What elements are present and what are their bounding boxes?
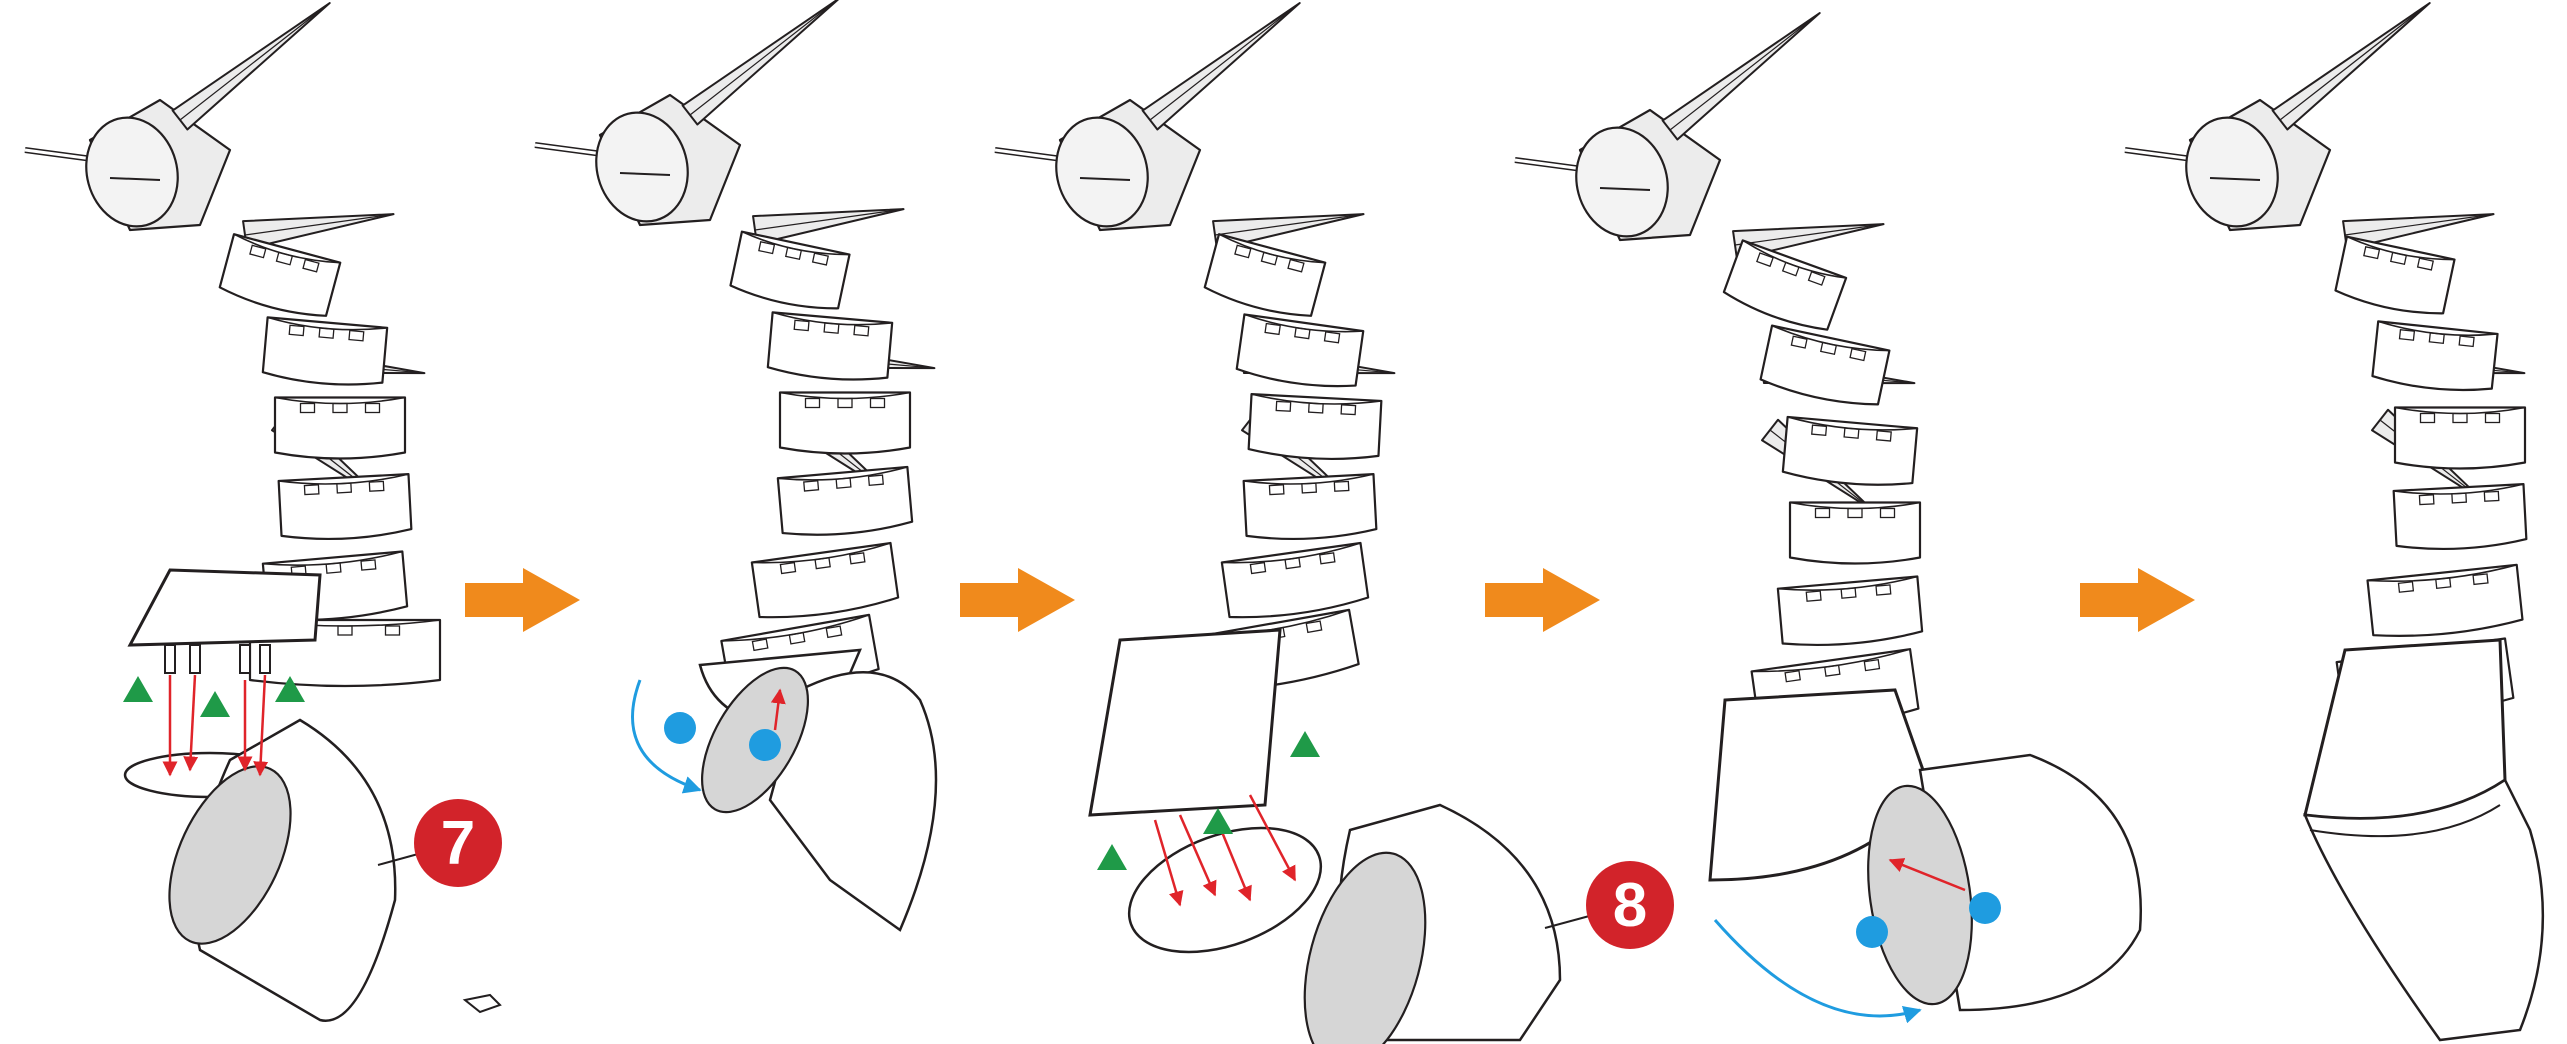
- lower-cap: [1090, 630, 1280, 815]
- tail-segment: [1203, 234, 1325, 321]
- tail-segment: [2372, 321, 2498, 394]
- green-triangle-icon: [1097, 844, 1127, 870]
- tail-segment: [752, 543, 899, 623]
- peg: [190, 645, 200, 673]
- tail-segment: [262, 317, 387, 388]
- peg: [240, 645, 250, 673]
- segment-body: [2334, 237, 2454, 320]
- orange-arrow-icon: [960, 568, 1075, 632]
- tail-segment: [1248, 394, 1381, 462]
- tail-segment: [780, 393, 910, 454]
- tail-segment: [2368, 565, 2524, 641]
- tail-segment: [2334, 237, 2454, 320]
- lower-cap: [2305, 640, 2505, 818]
- segment-body: [2395, 408, 2525, 469]
- panel-4: [1515, 13, 2141, 1016]
- blue-dot-icon: [749, 729, 781, 761]
- tail-segment: [1244, 474, 1377, 542]
- segment-body: [2372, 321, 2498, 394]
- green-triangle-icon: [200, 691, 230, 717]
- segment-body: [275, 398, 405, 459]
- segment-body: [2394, 484, 2527, 552]
- segment-body: [2368, 565, 2524, 641]
- nose-cone: [2305, 780, 2543, 1040]
- tail-segment: [279, 474, 412, 542]
- segment-body: [218, 234, 340, 321]
- spike: [683, 0, 840, 124]
- segment-body: [1778, 577, 1923, 650]
- tail-segment: [275, 398, 405, 459]
- segment-body: [1236, 314, 1363, 391]
- tail-segment: [2394, 484, 2527, 552]
- step-callout-7: 7: [378, 799, 502, 887]
- spike-ridge: [1670, 13, 1820, 130]
- panel-2: [535, 0, 936, 930]
- blue-dot-icon: [664, 712, 696, 744]
- tail-segment: [1722, 240, 1846, 335]
- blue-dot-icon: [1969, 892, 2001, 924]
- green-triangle-icon: [1290, 731, 1320, 757]
- spike-ridge: [1150, 3, 1300, 120]
- tail-assembly: [1515, 13, 1923, 737]
- segment-body: [279, 474, 412, 542]
- orange-arrow-icon: [1485, 568, 1600, 632]
- step-number: 8: [1613, 871, 1647, 940]
- panel-3: [995, 3, 1560, 1044]
- step-number: 7: [441, 809, 475, 878]
- segment-body: [780, 393, 910, 454]
- segment-body: [1722, 240, 1846, 335]
- segment-body: [1244, 474, 1377, 542]
- tail-segment: [1782, 417, 1917, 489]
- peg: [165, 645, 175, 673]
- panel-5: [2125, 3, 2543, 1040]
- small-part: [465, 995, 500, 1012]
- segment-body: [1790, 503, 1920, 564]
- tail-segment: [218, 234, 340, 321]
- tail-assembly: [2125, 3, 2527, 727]
- tail-segment: [729, 232, 849, 315]
- lower-cap: [130, 570, 320, 645]
- green-triangle-icon: [123, 676, 153, 702]
- green-triangle-icon: [1203, 808, 1233, 834]
- step-callout-8: 8: [1545, 861, 1674, 949]
- segment-body: [1759, 326, 1889, 411]
- segment-body: [729, 232, 849, 315]
- segment-body: [1203, 234, 1325, 321]
- spike-ridge: [180, 3, 330, 120]
- tail-segment: [1790, 503, 1920, 564]
- tail-segment: [1759, 326, 1889, 411]
- tail-assembly: [535, 0, 934, 701]
- spike-ridge: [2280, 3, 2430, 120]
- blue-dot-icon: [1856, 916, 1888, 948]
- tail-segment: [1236, 314, 1363, 391]
- segment-body: [1248, 394, 1381, 462]
- tail-segment: [778, 467, 913, 539]
- tail-segment: [767, 312, 892, 383]
- tail-segment: [2395, 408, 2525, 469]
- orange-arrow-icon: [465, 568, 580, 632]
- peg: [260, 645, 270, 673]
- segment-body: [752, 543, 899, 623]
- tail-segment: [1778, 577, 1923, 650]
- orange-arrow-icon: [2080, 568, 2195, 632]
